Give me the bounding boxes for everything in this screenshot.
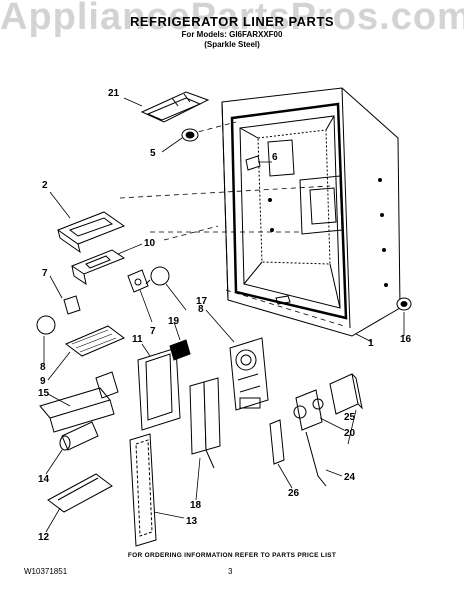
callout-17: 17 [196, 296, 208, 307]
callout-26: 26 [288, 488, 300, 499]
callout-19: 19 [168, 316, 180, 327]
part-21-trim [140, 91, 210, 123]
callout-16: 16 [400, 334, 412, 345]
liner-drawing [221, 87, 401, 337]
part-15-filter-housing [39, 371, 119, 433]
part-13-panel [129, 433, 157, 547]
callout-21: 21 [108, 88, 120, 99]
part-17-control [229, 337, 269, 411]
callout-7: 7 [150, 326, 156, 337]
callout-2: 2 [42, 180, 48, 191]
part-11-housing [137, 347, 181, 431]
part-2-shield [56, 211, 126, 254]
callout-6: 6 [272, 152, 278, 163]
document-id: W10371851 [24, 567, 68, 576]
callout-25: 25 [344, 412, 356, 423]
callout-12: 12 [38, 532, 50, 543]
part-18-tubes [189, 377, 221, 469]
part-12-tray [47, 473, 113, 513]
page-number: 3 [228, 567, 233, 576]
callout-18: 18 [190, 500, 202, 511]
callout-10: 10 [144, 238, 156, 249]
models-line: For Models: GI6FARXXF00 [181, 30, 283, 39]
part-8-bulb-upper [145, 266, 170, 286]
part-25-housing [329, 373, 363, 415]
callout-8: 8 [198, 304, 204, 315]
watermark: AppliancePartsPros.com [0, 0, 464, 38]
callout-1: 1 [368, 338, 374, 349]
callout-11: 11 [132, 334, 143, 345]
part-5-grommet [181, 128, 199, 142]
callout-8: 8 [40, 362, 46, 373]
ordering-note: FOR ORDERING INFORMATION REFER TO PARTS … [127, 552, 337, 559]
callout-5: 5 [150, 148, 156, 159]
part-9-lens [65, 325, 125, 357]
callout-14: 14 [38, 474, 50, 485]
page-title: REFRIGERATOR LINER PARTS [129, 14, 335, 29]
callout-20: 20 [344, 428, 356, 439]
callout-7: 7 [42, 268, 48, 279]
callout-15: 15 [38, 388, 50, 399]
callout-13: 13 [186, 516, 198, 527]
callout-9: 9 [40, 376, 46, 387]
part-20-valve [293, 389, 324, 431]
part-16-plug [396, 297, 412, 311]
variant-line: (Sparkle Steel) [204, 40, 260, 49]
part-14-filter [59, 421, 99, 451]
part-7-socket-upper [127, 269, 149, 293]
callout-24: 24 [344, 472, 356, 483]
part-10-bracket [70, 249, 126, 286]
